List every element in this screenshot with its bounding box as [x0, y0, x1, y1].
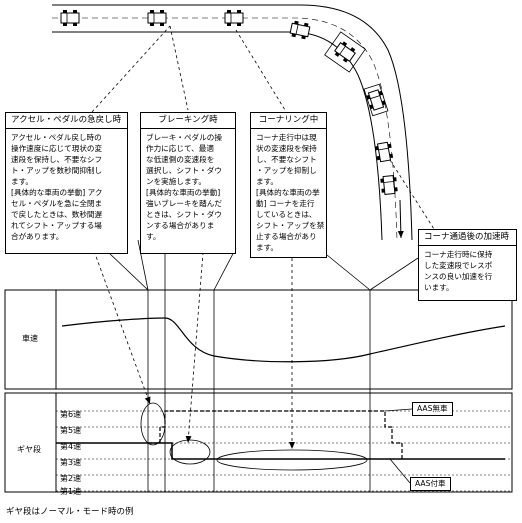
- vehicle-speed-label: 車速: [22, 334, 38, 343]
- gear-5-label: 第5速: [60, 426, 82, 435]
- gear-3-label: 第3速: [60, 458, 82, 467]
- timing-chart: [4, 289, 513, 493]
- road-callouts: [91, 25, 435, 230]
- gear-2-label: 第2速: [60, 474, 82, 483]
- box-post-corner-title: コーナ通過後の加速時: [419, 230, 516, 246]
- box-post-corner-accel: コーナ通過後の加速時 コーナ走行時に保持 した変速段でレスポ ンスの良い加速を行…: [418, 229, 517, 301]
- box-cornering: コーナリング中 コーナ走行中は現 状の変速段を保持 し、不要なシフト ・アップを…: [250, 112, 327, 258]
- figure-caption: ギヤ段はノーマル・モード時の例: [6, 507, 134, 517]
- box-cornering-text: コーナ走行中は現 状の変速段を保持 し、不要なシフト ・アップを抑制し ます。 …: [256, 133, 325, 252]
- box-post-corner-text: コーナ走行時に保持 した変速段でレスポ ンスの良い加速を行 います。: [424, 250, 493, 292]
- chart-callouts: [89, 239, 295, 449]
- box-accel-release-text: アクセル・ペダル戻し時の 操作速度に応じて現状の変 速段を保持し、不要なシフ ト…: [11, 133, 103, 241]
- box-accel-release: アクセル・ペダルの急戻し時 アクセル・ペダル戻し時の 操作速度に応じて現状の変 …: [5, 112, 128, 254]
- road: [52, 4, 413, 241]
- box-cornering-title: コーナリング中: [251, 113, 326, 129]
- tag-with-aas: AAS付車: [410, 477, 451, 491]
- box-braking-text: ブレーキ・ペダルの操 作力に応じて、最適 な低速側の変速段を 選択し、シフト・ダ…: [146, 133, 222, 241]
- gear-6-label: 第6速: [60, 410, 82, 419]
- gear-label: ギヤ段: [17, 445, 41, 454]
- tag-without-aas: AAS無車: [412, 402, 453, 416]
- gear-1-label: 第1速: [60, 487, 82, 496]
- gear-4-label: 第4速: [60, 442, 82, 451]
- box-braking: ブレーキング時 ブレーキ・ペダルの操 作力に応じて、最適 な低速側の変速段を 選…: [140, 112, 236, 254]
- box-accel-release-title: アクセル・ペダルの急戻し時: [6, 113, 127, 129]
- box-braking-title: ブレーキング時: [141, 113, 235, 129]
